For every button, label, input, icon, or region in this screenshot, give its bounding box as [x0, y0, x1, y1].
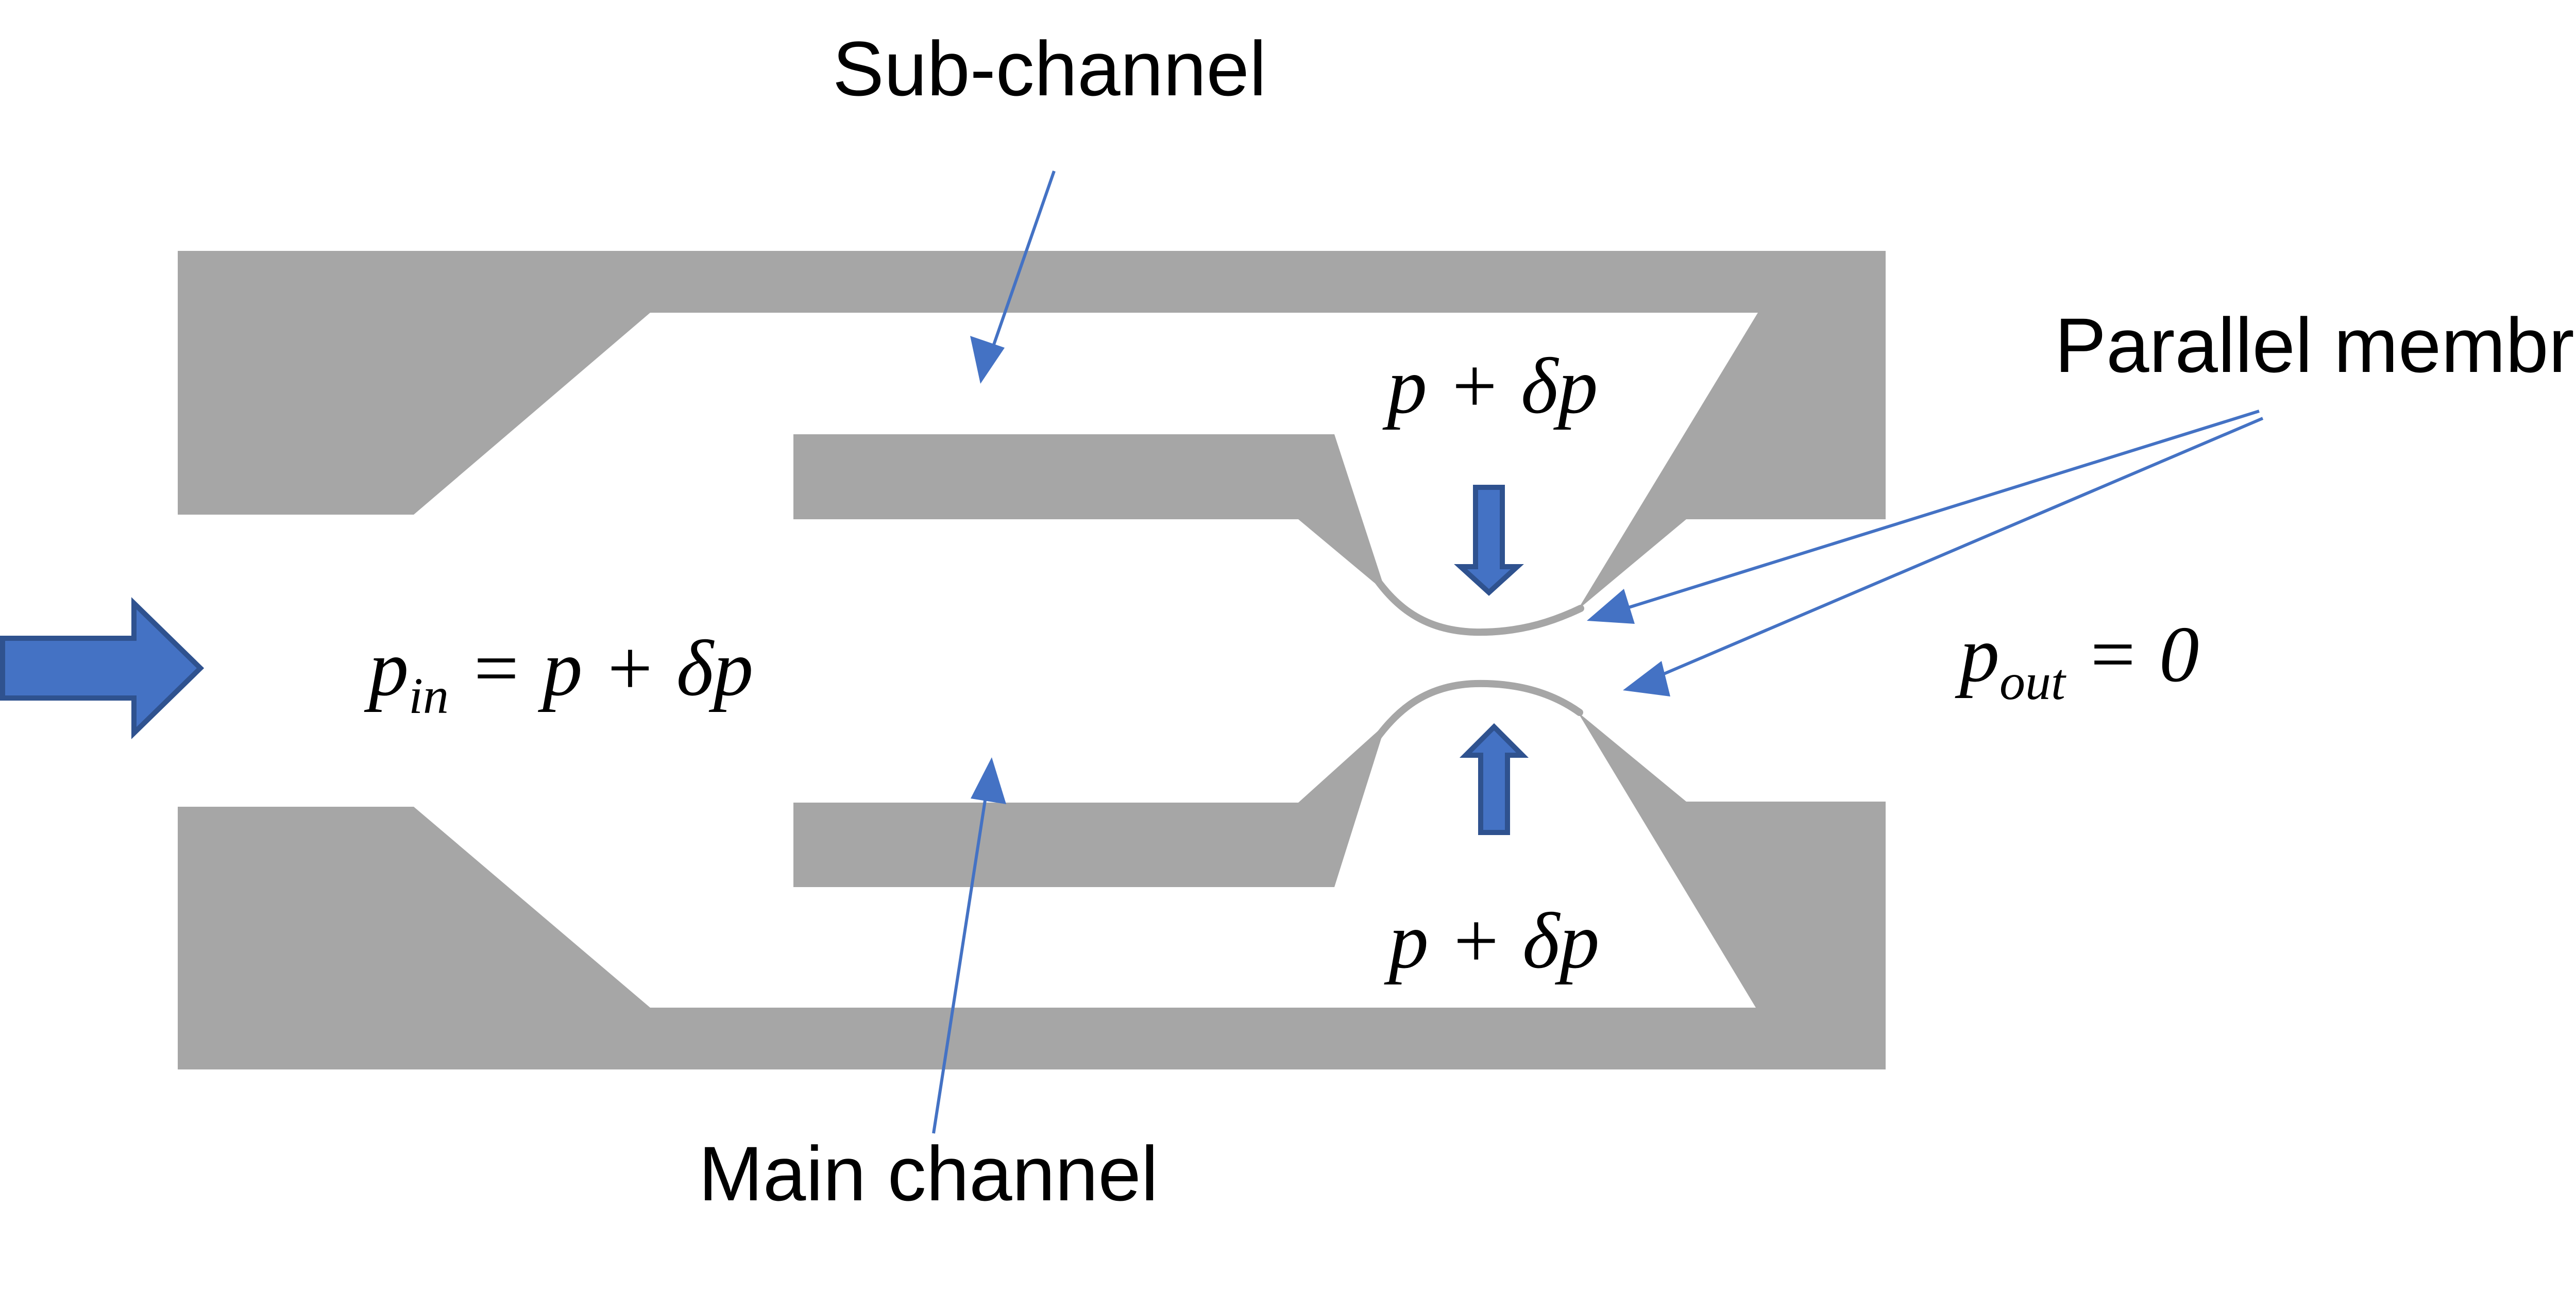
upper-outer-wall-shape [178, 251, 1886, 610]
lower-cavity-pressure-label: p + δp [1383, 896, 1599, 985]
inlet-pressure-value: = p + δp [449, 624, 753, 712]
membrane-lower [1365, 679, 1583, 753]
inlet-pressure-subscript: in [409, 667, 449, 724]
outlet-pressure-value: = 0 [2065, 610, 2199, 699]
pressure-arrow-down-icon [1454, 485, 1524, 596]
main-channel-annotation-arrow [932, 757, 1006, 1134]
parallel-membranes-annotation-arrow-upper [1587, 410, 2260, 624]
sub-channel-label: Sub-channel [833, 25, 1266, 112]
sub-channel-annotation-arrow [970, 171, 1056, 384]
upper-cavity-pressure-label: p + δp [1382, 342, 1598, 430]
membrane-upper [1364, 563, 1584, 636]
inlet-pressure-equation: pin = p + δp [364, 624, 754, 724]
upper-inner-bar-shape [793, 434, 1386, 592]
lower-inner-bar-shape [793, 724, 1386, 887]
inlet-pressure-symbol: p [364, 624, 409, 712]
outlet-pressure-equation: pout = 0 [1955, 610, 2199, 710]
lower-outer-wall-shape [178, 712, 1886, 1069]
inlet-flow-arrow [0, 597, 205, 739]
outlet-pressure-subscript: out [1999, 653, 2066, 710]
outlet-pressure-symbol: p [1955, 610, 2000, 699]
pressure-arrow-up-icon [1459, 723, 1529, 835]
parallel-membranes-annotation-arrow-lower [1623, 417, 2264, 696]
parallel-membranes-label: Parallel membranes [2055, 302, 2576, 388]
main-channel-label: Main channel [699, 1130, 1158, 1217]
